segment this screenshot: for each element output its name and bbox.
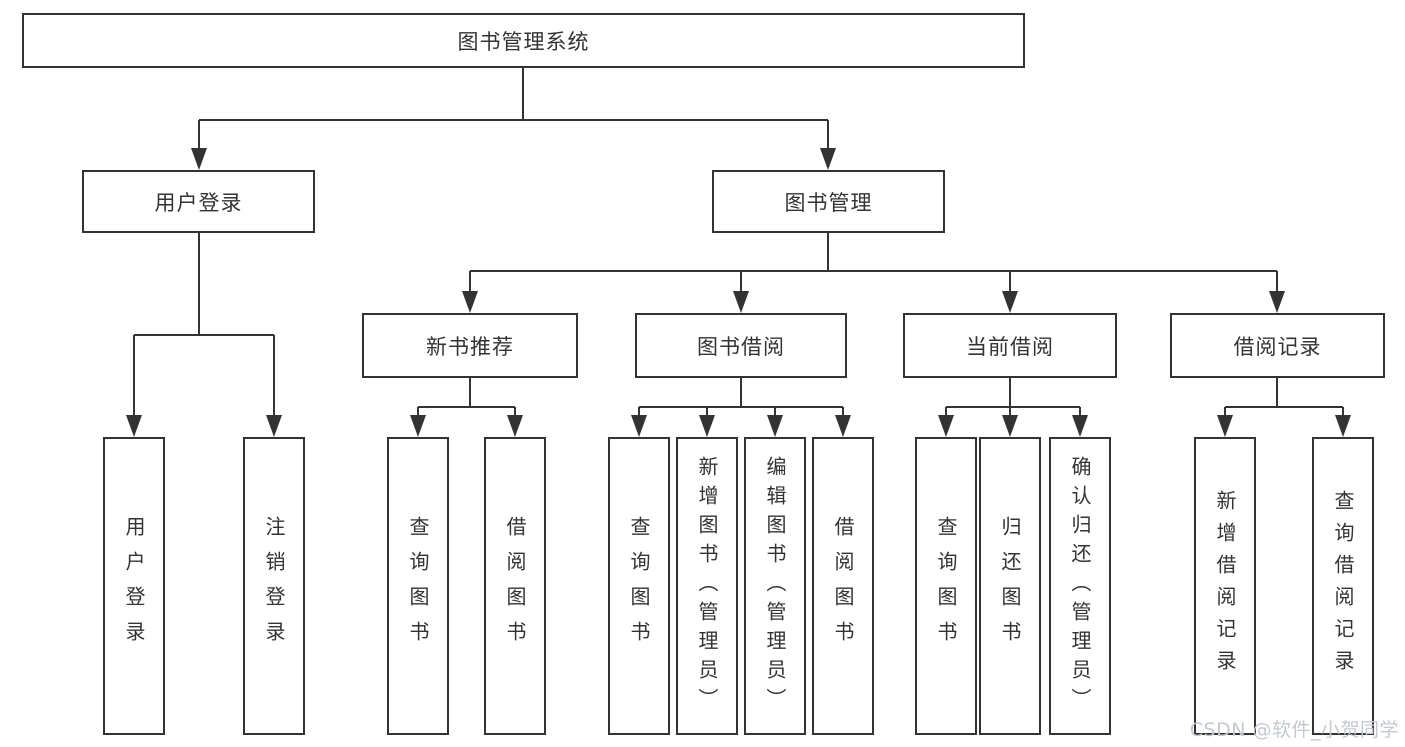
leaf-user-login: 用户登录 <box>103 437 165 735</box>
node-label: 用户登录 <box>154 190 243 215</box>
csdn-watermark: CSDN @软件_小贺同学 <box>1189 719 1399 741</box>
node-current-borrow: 当前借阅 <box>903 313 1117 378</box>
node-label: 新书推荐 <box>426 334 514 359</box>
leaf-label: 编辑图书（管理员） <box>763 455 787 717</box>
leaf-label: 归还图书 <box>998 516 1022 656</box>
leaf-query-books-recommend: 查询图书 <box>387 437 449 735</box>
leaf-query-books-borrow: 查询图书 <box>608 437 670 735</box>
node-label: 当前借阅 <box>966 334 1054 359</box>
leaf-edit-books-admin: 编辑图书（管理员） <box>744 437 806 735</box>
leaf-borrow-books: 借阅图书 <box>812 437 874 735</box>
node-label: 图书管理系统 <box>457 29 590 54</box>
node-user-login: 用户登录 <box>82 170 315 233</box>
leaf-add-borrow-record: 新增借阅记录 <box>1194 437 1256 735</box>
leaf-label: 借阅图书 <box>503 516 527 656</box>
leaf-logout: 注销登录 <box>243 437 305 735</box>
leaf-label: 确认归还（管理员） <box>1068 455 1092 717</box>
leaf-label: 注销登录 <box>262 516 286 656</box>
node-book-borrow: 图书借阅 <box>635 313 847 378</box>
leaf-label: 新增图书（管理员） <box>695 455 719 717</box>
node-label: 图书借阅 <box>697 334 785 359</box>
leaf-return-books: 归还图书 <box>979 437 1041 735</box>
node-book-management: 图书管理 <box>712 170 945 233</box>
leaf-label: 查询借阅记录 <box>1331 490 1355 682</box>
leaf-borrow-books-recommend: 借阅图书 <box>484 437 546 735</box>
leaf-label: 用户登录 <box>122 516 146 656</box>
node-borrow-records: 借阅记录 <box>1170 313 1385 378</box>
node-label: 图书管理 <box>784 190 873 215</box>
node-new-book-recommend: 新书推荐 <box>362 313 578 378</box>
leaf-confirm-return-admin: 确认归还（管理员） <box>1049 437 1111 735</box>
leaf-label: 查询图书 <box>934 516 958 656</box>
leaf-label: 查询图书 <box>406 516 430 656</box>
leaf-label: 查询图书 <box>627 516 651 656</box>
arrowheads <box>126 148 1351 437</box>
leaf-label: 新增借阅记录 <box>1213 490 1237 682</box>
node-label: 借阅记录 <box>1233 334 1322 359</box>
leaf-query-books-current: 查询图书 <box>915 437 977 735</box>
leaf-label: 借阅图书 <box>831 516 855 656</box>
leaf-add-books-admin: 新增图书（管理员） <box>676 437 738 735</box>
node-library-management-system: 图书管理系统 <box>22 13 1025 68</box>
leaf-query-borrow-record: 查询借阅记录 <box>1312 437 1374 735</box>
